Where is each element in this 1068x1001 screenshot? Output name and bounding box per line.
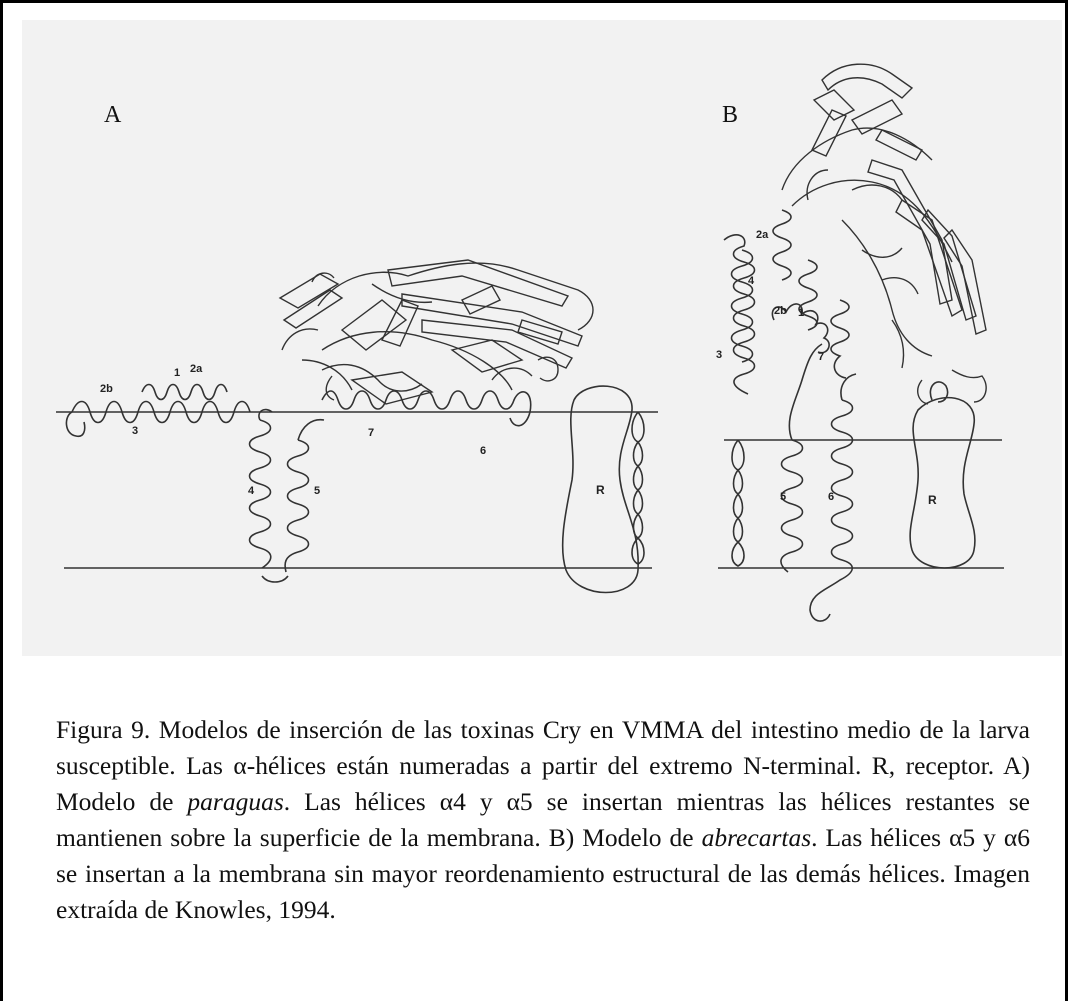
- helix-label-b-4: 4: [748, 275, 755, 287]
- helix-2a-b: [773, 210, 791, 280]
- figure-caption: Figura 9. Modelos de inserción de las to…: [56, 712, 1030, 928]
- helix-3-4-b: [724, 235, 755, 394]
- panel-label-b: B: [722, 102, 738, 129]
- helix-label-b-3: 3: [716, 349, 722, 361]
- helix-5-a: [285, 440, 308, 572]
- panel-label-a: A: [104, 102, 121, 129]
- helix-1-2a-a: [142, 385, 227, 400]
- helix-label-b-6: 6: [828, 491, 834, 503]
- receptor-label-a: R: [596, 483, 605, 497]
- helix-label-b-5: 5: [780, 491, 786, 503]
- membrane-protein-a: [632, 412, 644, 564]
- helix-5-b: [781, 440, 803, 572]
- helix-label-a-1: 1: [174, 367, 180, 379]
- helix-7-6-a: [322, 391, 531, 426]
- helix-label-a-3: 3: [132, 425, 138, 437]
- helix-label-b-1: 1: [798, 307, 804, 319]
- caption-italic-paraguas: paraguas: [187, 787, 283, 816]
- receptor-b: [910, 398, 975, 568]
- helix-4-b: [732, 250, 753, 362]
- helix-6-b: [810, 400, 853, 621]
- toxin-insertion-diagram: 2b 1 2a 3 4 5 7 6 R 2a 4 2b 1 3 7 5 6 R: [22, 20, 1062, 656]
- helix-label-a-4: 4: [248, 485, 255, 497]
- toxin-head-a: [280, 260, 593, 404]
- helix-label-a-7: 7: [368, 427, 374, 439]
- helix-label-b-2a: 2a: [756, 229, 769, 241]
- helix-label-a-2a: 2a: [190, 363, 203, 375]
- helix-label-b-2b: 2b: [774, 305, 787, 317]
- helix-label-a-6: 6: [480, 445, 486, 457]
- receptor-label-b: R: [928, 493, 937, 507]
- helix-label-b-7: 7: [818, 351, 824, 363]
- helix-label-a-5: 5: [314, 485, 320, 497]
- helix-label-a-2b: 2b: [100, 383, 113, 395]
- helix-1-b: [799, 260, 817, 330]
- figure-image: 2b 1 2a 3 4 5 7 6 R 2a 4 2b 1 3 7 5 6 R …: [22, 20, 1062, 656]
- helix-7-b: [831, 300, 849, 378]
- caption-italic-abrecartas: abrecartas: [702, 823, 812, 852]
- membrane-protein-b: [732, 440, 744, 566]
